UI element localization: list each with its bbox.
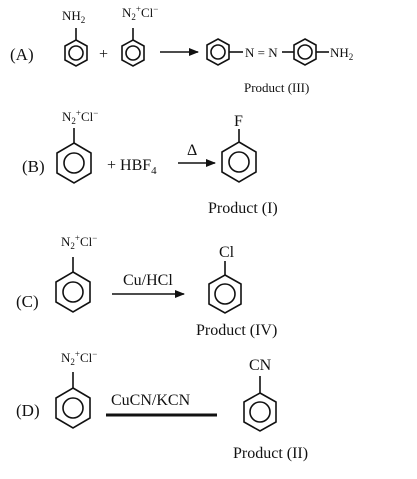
azo-linkage: N = N (245, 45, 278, 60)
reaction-d: (D) N2+Cl− CuCN/KCN CN Product (II) (16, 349, 308, 462)
condition-b: Δ (187, 142, 197, 159)
product-d-substituent: CN (249, 357, 272, 374)
reaction-c-label: (C) (16, 292, 39, 311)
product-b-substituent: F (234, 113, 243, 130)
reactant-d-substituent: N2+Cl− (61, 349, 97, 367)
reaction-d-label: (D) (16, 401, 40, 420)
reactant-b-substituent: N2+Cl− (62, 108, 98, 126)
benzene-ring (243, 392, 277, 432)
product-a-label: Product (III) (244, 80, 309, 95)
benzene-ring (55, 271, 91, 313)
reagent-b: + HBF4 (107, 157, 157, 177)
reaction-c: (C) N2+Cl− Cu/HCl Cl Product (IV) (16, 233, 277, 339)
reactant-c-substituent: N2+Cl− (61, 233, 97, 251)
product-b-label: Product (I) (208, 200, 278, 217)
reactant-a2-substituent: N2+Cl− (122, 4, 158, 22)
reaction-a: (A) NH2 + N2+Cl− N = N NH2 Pr (10, 4, 353, 95)
benzene-ring (55, 387, 91, 429)
benzene-ring (221, 141, 257, 183)
product-d-label: Product (II) (233, 445, 308, 462)
product-c-label: Product (IV) (196, 322, 277, 339)
benzene-ring (208, 274, 242, 314)
reaction-a-label: (A) (10, 45, 34, 64)
product-a-substituent: NH2 (330, 45, 353, 62)
benzene-ring (121, 39, 145, 67)
benzene-ring (293, 38, 317, 66)
reagent-d: CuCN/KCN (111, 392, 191, 409)
reaction-b: (B) N2+Cl− + HBF4 Δ F Product (I) (22, 108, 278, 217)
plus-sign: + (99, 46, 108, 63)
benzene-ring (56, 142, 92, 184)
reagent-c: Cu/HCl (123, 272, 173, 289)
benzene-ring (64, 39, 88, 67)
product-c-substituent: Cl (219, 244, 235, 261)
benzene-ring (206, 38, 230, 66)
reactant-a1-substituent: NH2 (62, 8, 85, 25)
reaction-b-label: (B) (22, 157, 45, 176)
